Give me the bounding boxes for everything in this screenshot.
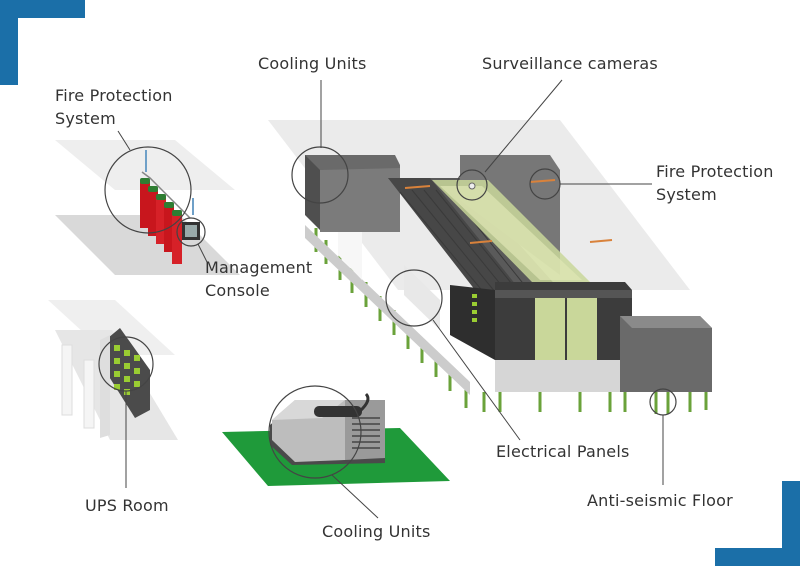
label-ups-room: UPS Room — [85, 496, 169, 515]
callout-circle-camera — [456, 169, 488, 201]
label-management-console-line2: Console — [205, 281, 270, 300]
label-anti-seismic-floor: Anti-seismic Floor — [587, 491, 733, 510]
label-surveillance-cameras: Surveillance cameras — [482, 54, 658, 73]
callout-circle-cooling-bottom — [268, 385, 362, 479]
label-management-console-line1: Management — [205, 258, 313, 277]
camera-dome-icon — [468, 182, 476, 190]
label-fire-protection-left-line1: Fire Protection — [55, 86, 173, 105]
corner-accent-top-left — [0, 0, 85, 85]
ups-battery-cabinet — [114, 345, 140, 395]
callout-circle-console — [176, 217, 206, 247]
label-fire-protection-left-line2: System — [55, 109, 116, 128]
management-console-monitor — [182, 222, 200, 240]
cooling-unit-vents — [352, 417, 380, 449]
ups-room-illustration — [48, 300, 178, 488]
callout-circle-fire-left — [104, 146, 192, 234]
callout-circle-cooling-top — [291, 146, 349, 204]
label-fire-protection-right-line1: Fire Protection — [656, 162, 774, 181]
fire-extinguisher-cylinders — [140, 178, 182, 264]
callout-circle-floor — [649, 388, 677, 416]
label-electrical-panels: Electrical Panels — [496, 442, 630, 461]
corner-accent-bottom-right — [715, 481, 800, 566]
fire-protection-pipes — [404, 179, 613, 244]
label-cooling-units-bottom: Cooling Units — [322, 522, 431, 541]
fire-protection-illustration — [55, 130, 240, 275]
label-cooling-units-top: Cooling Units — [258, 54, 367, 73]
callout-circle-electrical — [385, 269, 443, 327]
cooling-unit-illustration — [222, 385, 450, 519]
electrical-panel-lights — [472, 294, 477, 322]
data-center-building — [268, 79, 712, 485]
label-fire-protection-right-line2: System — [656, 185, 717, 204]
